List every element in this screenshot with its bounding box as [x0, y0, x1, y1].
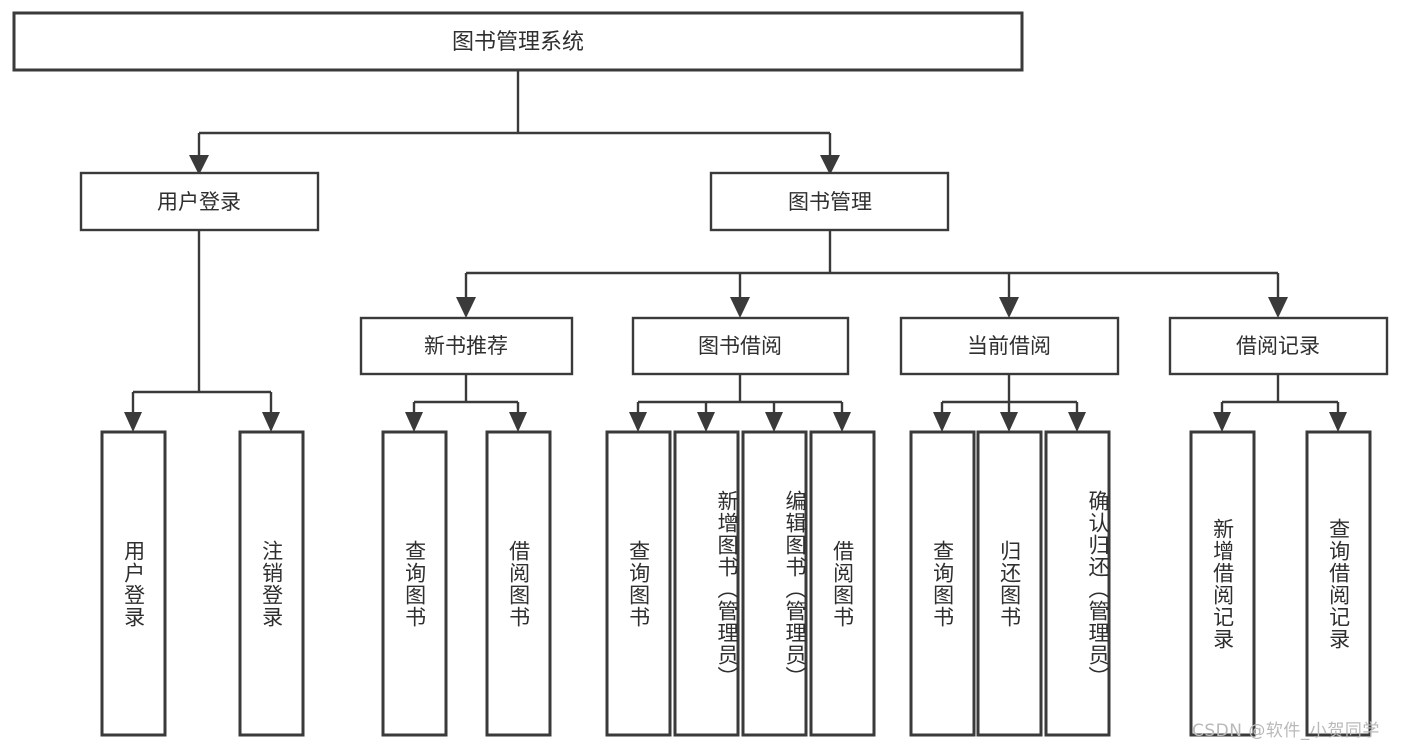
arrowhead-leaf-query-record [1329, 412, 1347, 432]
arrowhead-leaf-borrow-book-1 [509, 412, 527, 432]
arrowhead-leaf-query-book-3 [933, 412, 951, 432]
node-leaf-confirm-return-box[interactable] [1044, 430, 1111, 737]
node-leaf-user-login-box[interactable] [100, 430, 167, 737]
node-book-borrow[interactable]: 图书借阅 [631, 316, 850, 376]
node-leaf-return-book-box[interactable] [976, 430, 1043, 737]
edges-layer [124, 70, 1347, 432]
node-leaf-query-book-2-box[interactable] [605, 430, 672, 737]
node-book-manage[interactable]: 图书管理 [709, 171, 950, 232]
arrowhead-new-book-rec [456, 297, 476, 318]
node-leaf-add-book-box[interactable] [673, 430, 740, 737]
node-user-login-box[interactable] [79, 171, 320, 232]
arrowhead-current-borrow [999, 297, 1019, 318]
node-leaf-edit-book-box[interactable] [741, 430, 808, 737]
node-current-borrow-box[interactable] [899, 316, 1120, 376]
arrowhead-leaf-user-login [124, 412, 142, 432]
node-leaf-logout-box[interactable] [238, 430, 305, 737]
node-leaf-query-book-3-box[interactable] [909, 430, 976, 737]
node-user-login[interactable]: 用户登录 [79, 171, 320, 232]
node-book-borrow-box[interactable] [631, 316, 850, 376]
node-borrow-record-box[interactable] [1168, 316, 1389, 376]
arrowhead-user-login [189, 155, 209, 175]
node-root-box[interactable] [12, 11, 1024, 72]
arrowhead-leaf-return-book [1000, 412, 1018, 432]
csdn-watermark: CSDN @软件_小贺同学 [1192, 721, 1380, 741]
node-leaf-query-book-1-box[interactable] [381, 430, 448, 737]
node-current-borrow[interactable]: 当前借阅 [899, 316, 1120, 376]
arrowhead-leaf-logout [262, 412, 280, 432]
arrowhead-book-borrow [730, 297, 750, 318]
node-leaf-add-record-box[interactable] [1189, 430, 1256, 737]
node-borrow-record-label: 借阅记录 [1236, 334, 1320, 358]
node-book-borrow-label: 图书借阅 [698, 334, 782, 358]
node-book-manage-box[interactable] [709, 171, 950, 232]
node-new-book-rec-label: 新书推荐 [424, 334, 508, 358]
node-current-borrow-label: 当前借阅 [967, 334, 1051, 358]
arrowhead-leaf-query-book-1 [405, 412, 423, 432]
node-leaf-borrow-book-1-box[interactable] [485, 430, 552, 737]
arrowhead-leaf-add-record [1213, 412, 1231, 432]
arrowhead-book-manage [820, 155, 840, 175]
node-borrow-record[interactable]: 借阅记录 [1168, 316, 1389, 376]
arrowhead-borrow-record [1268, 297, 1288, 318]
node-leaf-query-record-box[interactable] [1305, 430, 1372, 737]
node-new-book-rec[interactable]: 新书推荐 [359, 316, 574, 376]
arrowhead-leaf-borrow-book-2 [833, 412, 851, 432]
arrowhead-leaf-confirm-return [1068, 412, 1086, 432]
arrowhead-leaf-edit-book [765, 412, 783, 432]
node-leaf-borrow-book-2-box[interactable] [809, 430, 876, 737]
nodes-layer: 图书管理系统 用户登录 图书管理 新书推荐 图书借阅 [12, 11, 1389, 737]
node-new-book-rec-box[interactable] [359, 316, 574, 376]
node-book-manage-label: 图书管理 [788, 190, 872, 214]
node-root[interactable]: 图书管理系统 [12, 11, 1024, 72]
node-root-label: 图书管理系统 [452, 30, 584, 55]
arrowhead-leaf-query-book-2 [629, 412, 647, 432]
arrowhead-leaf-add-book [697, 412, 715, 432]
node-user-login-label: 用户登录 [157, 190, 241, 214]
